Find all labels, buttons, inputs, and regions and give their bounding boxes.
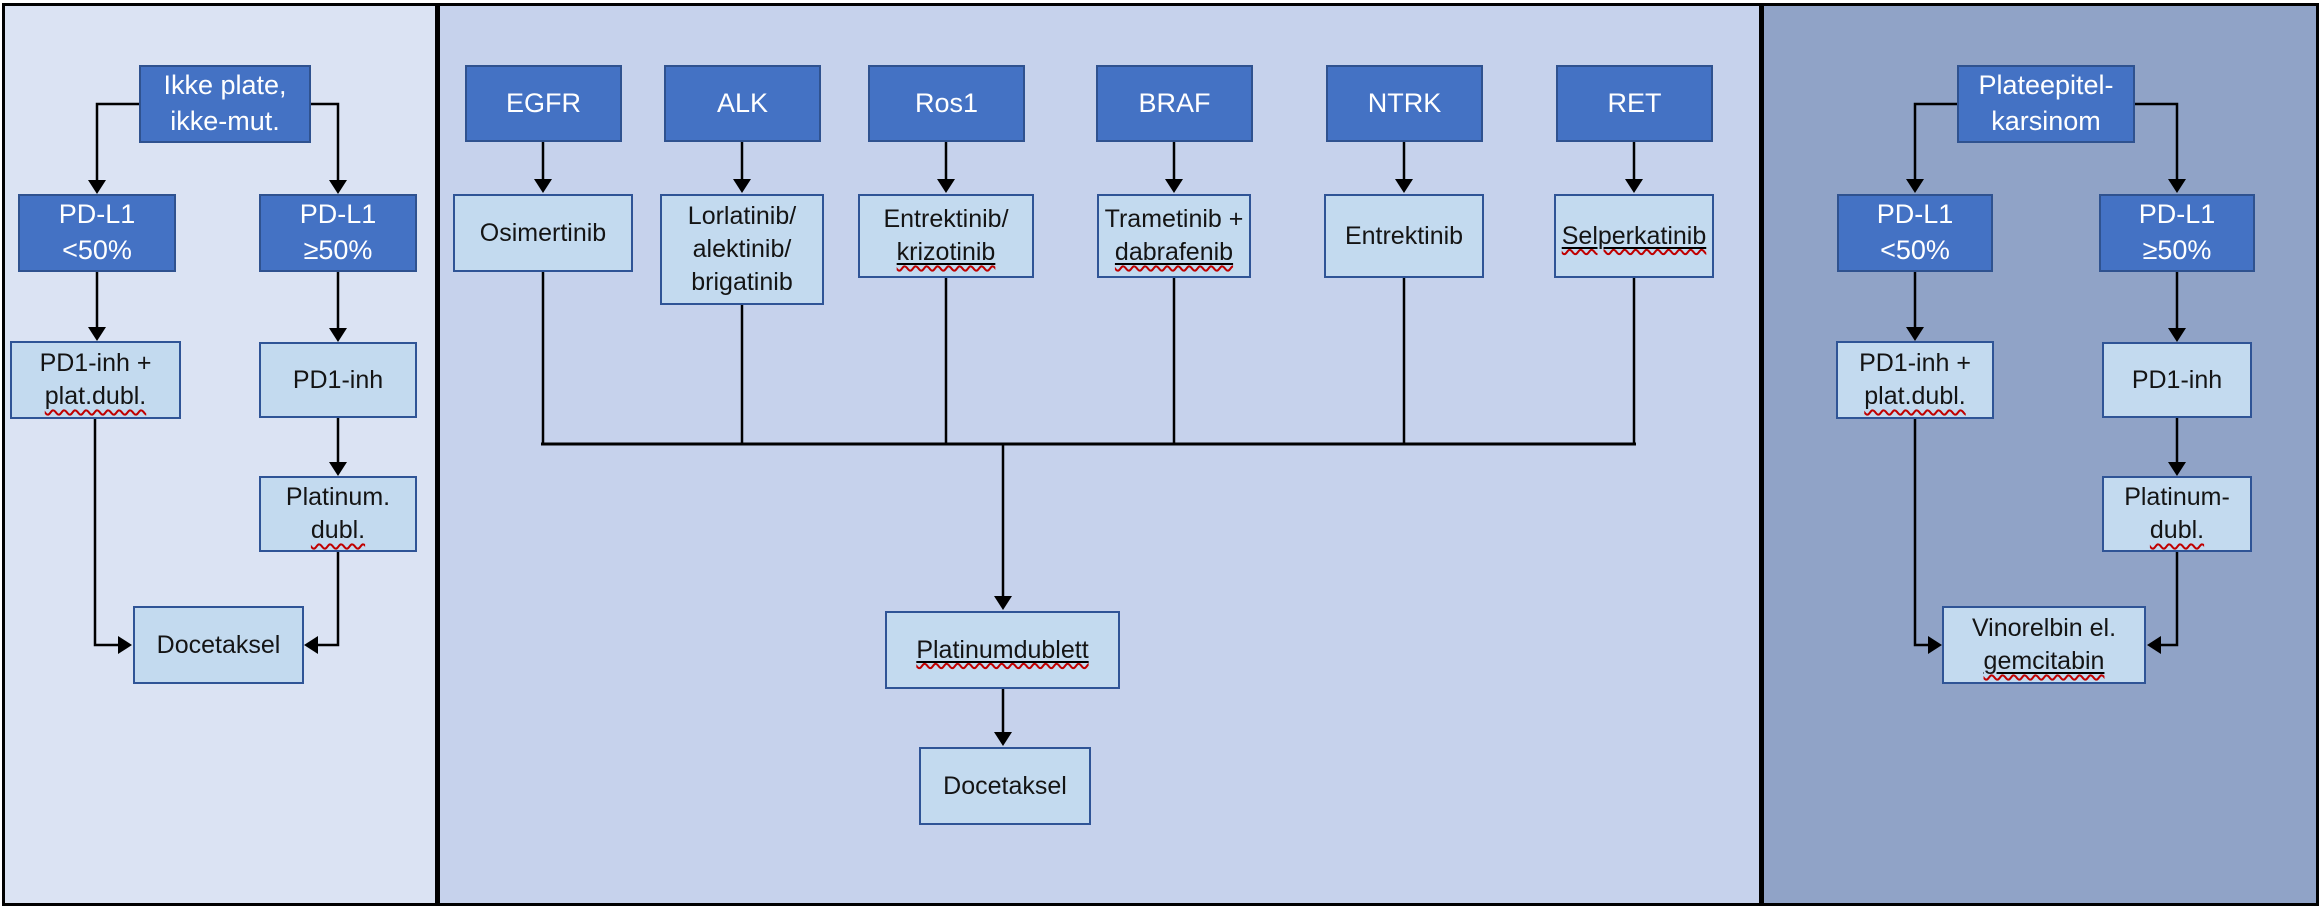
panel-driver-mutations xyxy=(437,3,1762,906)
node-right-platinum-dubl: Platinum-dubl. xyxy=(2102,476,2252,552)
panel-squamous-carcinoma xyxy=(1761,3,2319,906)
node-gene-ros1: Ros1 xyxy=(868,65,1025,142)
node-platinumdublett: Platinumdublett xyxy=(885,611,1120,689)
node-right-pd1-inh: PD1-inh xyxy=(2102,342,2252,418)
node-left-pdl1-lt50: PD-L1<50% xyxy=(18,194,176,272)
node-vinorelbin-gemcitabin: Vinorelbin el.gemcitabin xyxy=(1942,606,2146,684)
node-gene-ret: RET xyxy=(1556,65,1713,142)
node-left-docetaksel: Docetaksel xyxy=(133,606,304,684)
panel-non-squamous-non-mutated xyxy=(2,3,438,906)
node-middle-docetaksel: Docetaksel xyxy=(919,747,1091,825)
node-right-pdl1-ge50: PD-L1≥50% xyxy=(2099,194,2255,272)
node-gene-braf: BRAF xyxy=(1096,65,1253,142)
node-gene-alk: ALK xyxy=(664,65,821,142)
node-left-pd1-inh: PD1-inh xyxy=(259,342,417,418)
node-entrektinib-krizotinib: Entrektinib/krizotinib xyxy=(858,194,1034,278)
node-osimertinib: Osimertinib xyxy=(453,194,633,272)
node-right-pd1-inh-plat-dubl: PD1-inh +plat.dubl. xyxy=(1836,341,1994,419)
node-selperkatinib: Selperkatinib xyxy=(1554,194,1714,278)
node-gene-egfr: EGFR xyxy=(465,65,622,142)
node-trametinib-dabrafenib: Trametinib +dabrafenib xyxy=(1097,194,1251,278)
node-non-squamous-non-mutated: Ikke plate,ikke-mut. xyxy=(139,65,311,143)
node-left-platinum-dubl: Platinum.dubl. xyxy=(259,476,417,552)
node-squamous-carcinoma: Plateepitel-karsinom xyxy=(1957,65,2135,143)
node-gene-ntrk: NTRK xyxy=(1326,65,1483,142)
node-entrektinib: Entrektinib xyxy=(1324,194,1484,278)
node-left-pd1-inh-plat-dubl: PD1-inh +plat.dubl. xyxy=(10,341,181,419)
node-left-pdl1-ge50: PD-L1≥50% xyxy=(259,194,417,272)
node-right-pdl1-lt50: PD-L1<50% xyxy=(1837,194,1993,272)
node-lorlatinib-alektinib-brigatinib: Lorlatinib/alektinib/brigatinib xyxy=(660,194,824,305)
